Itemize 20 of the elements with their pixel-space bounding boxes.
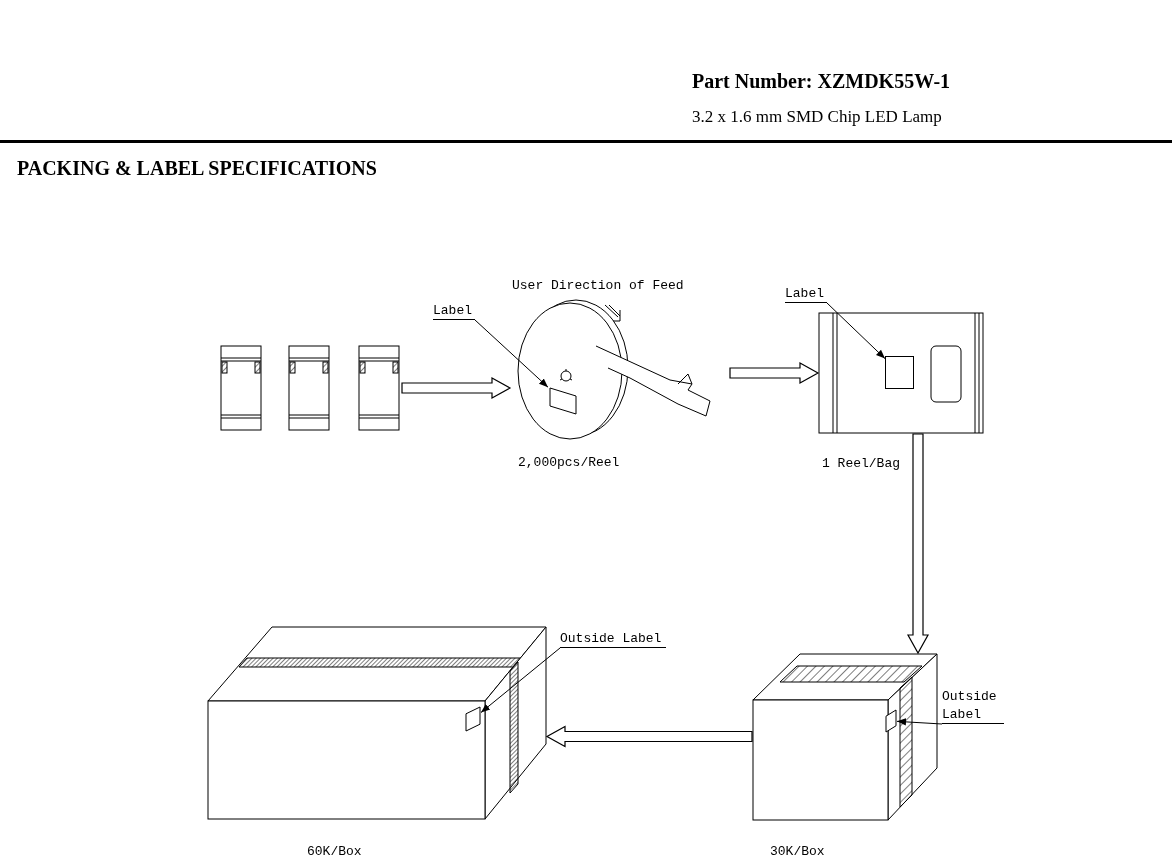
block-arrow [907, 433, 929, 655]
leader-line [826, 302, 886, 360]
block-arrow [545, 725, 753, 748]
quantity-caption: 2,000pcs/Reel [518, 454, 620, 472]
quantity-caption: 60K/Box [307, 843, 362, 861]
leader-line [480, 647, 561, 713]
callout-text: Outside Label [942, 688, 1004, 724]
product-description: 3.2 x 1.6 mm SMD Chip LED Lamp [692, 106, 942, 128]
leader-line [474, 319, 549, 388]
block-arrow [401, 377, 512, 399]
section-title: PACKING & LABEL SPECIFICATIONS [17, 156, 377, 181]
quantity-caption: 1 Reel/Bag [822, 455, 900, 473]
callout-text: Outside Label [560, 630, 666, 648]
quantity-caption: 30K/Box [770, 843, 825, 861]
part-number: Part Number: XZMDK55W-1 [692, 69, 951, 94]
callout-text: Label [785, 285, 827, 303]
leader-line [896, 718, 943, 726]
callout-text: Label [433, 302, 475, 320]
block-arrow [729, 362, 820, 384]
feed-direction-text: User Direction of Feed [512, 277, 684, 295]
